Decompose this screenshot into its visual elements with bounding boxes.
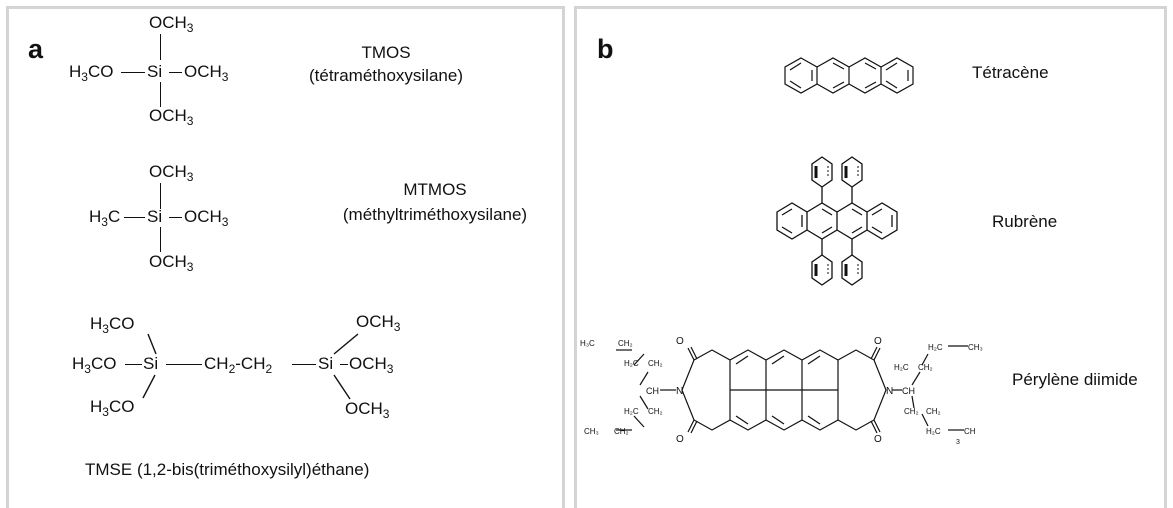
tmos-si: Si bbox=[147, 62, 163, 81]
perylene-label: Pérylène diimide bbox=[1012, 370, 1138, 389]
tmse-si-right: Si bbox=[318, 354, 334, 373]
tmos-full-name: (tétraméthoxysilane) bbox=[308, 66, 463, 85]
mtmos-bond-top bbox=[160, 183, 162, 209]
pdi-ch2-lower-left: CH₂ bbox=[648, 407, 663, 416]
rubrene-label: Rubrène bbox=[992, 212, 1058, 231]
mtmos-bond-left bbox=[124, 217, 145, 219]
mtmos-bond-right bbox=[169, 217, 182, 219]
panel-a bbox=[6, 6, 565, 508]
pdi-ch-bottom-right: CH bbox=[964, 427, 976, 436]
tmse-bond-left bbox=[125, 364, 142, 366]
tmse-si-left: Si bbox=[143, 354, 159, 373]
tmse-och3-top-right: OCH3 bbox=[356, 312, 401, 334]
tmse-h3co-top-left: H3CO bbox=[90, 314, 135, 336]
mtmos-och3-top: OCH3 bbox=[149, 162, 194, 184]
pdi-o-bottom-right: O bbox=[874, 434, 882, 445]
tmse-och3-mid-right: OCH3 bbox=[349, 354, 394, 376]
pdi-ch2-upper-left: CH₂ bbox=[648, 359, 663, 368]
tetracene-structure bbox=[784, 57, 914, 94]
tmos-h3co-left: H3CO bbox=[69, 62, 114, 84]
tmos-och3-top: OCH3 bbox=[149, 13, 194, 35]
pdi-h2c-lower-left: H₂C bbox=[624, 407, 639, 416]
mtmos-h3c-left: H3C bbox=[89, 207, 121, 229]
pdi-o-top-left: O bbox=[676, 336, 684, 347]
pdi-n-right: N bbox=[886, 386, 893, 397]
pdi-ch2-lower-right-a: CH₂ bbox=[904, 407, 919, 416]
tmos-bond-left bbox=[121, 72, 145, 74]
mtmos-si: Si bbox=[147, 207, 163, 226]
tmse-h3co-bottom-left: H3CO bbox=[90, 397, 135, 419]
tmos-bond-bottom bbox=[160, 82, 162, 107]
pdi-ch2-top-left: CH₂ bbox=[618, 339, 633, 348]
pdi-h2c-upper-right: H₂C bbox=[894, 363, 909, 372]
pdi-ch3-top-right: CH₃ bbox=[968, 343, 983, 352]
mtmos-bond-bottom bbox=[160, 227, 162, 252]
mtmos-name: MTMOS bbox=[403, 180, 467, 199]
pdi-h2c-upper-left: H₂C bbox=[624, 359, 639, 368]
perylene-diimide-structure: O O O O N N CH CH H₃C CH₂ H₂C CH₂ H₂C CH… bbox=[580, 336, 983, 446]
tmos-bond-top bbox=[160, 34, 162, 60]
pdi-ch2-bottom-left: CH₂ bbox=[614, 427, 629, 436]
pdi-ch-left: CH bbox=[646, 386, 659, 396]
tetracene-label: Tétracène bbox=[972, 63, 1049, 82]
tmos-name: TMOS bbox=[361, 43, 411, 62]
mtmos-och3-right: OCH3 bbox=[184, 207, 229, 229]
rubrene-structure bbox=[776, 156, 898, 286]
pdi-o-bottom-left: O bbox=[676, 434, 684, 445]
pdi-h3c-top-left: H₃C bbox=[580, 339, 595, 348]
tmse-bond-ch2-si bbox=[292, 364, 316, 366]
pdi-o-top-right: O bbox=[874, 336, 882, 347]
tmos-och3-bottom: OCH3 bbox=[149, 106, 194, 128]
pdi-h2c-bottom-right: H₂C bbox=[926, 427, 941, 436]
tmse-caption: TMSE (1,2-bis(triméthoxysilyl)éthane) bbox=[85, 460, 370, 479]
tmse-och3-bottom-right: OCH3 bbox=[345, 399, 390, 421]
pdi-ch2-lower-right-b: CH₂ bbox=[926, 407, 941, 416]
pdi-h2c-top-right: H₂C bbox=[928, 343, 943, 352]
panel-b-letter: b bbox=[597, 34, 614, 64]
pdi-n-left: N bbox=[676, 386, 683, 397]
panel-a-letter: a bbox=[28, 34, 44, 64]
tmos-och3-right: OCH3 bbox=[184, 62, 229, 84]
tmse-bond-si-ch2 bbox=[166, 364, 202, 366]
pdi-sub3-bottom-right: 3 bbox=[956, 439, 960, 446]
pdi-ch3-bottom-left: CH₃ bbox=[584, 427, 599, 436]
tmse-ch2-ch2: CH2-CH2 bbox=[204, 354, 273, 376]
mtmos-full-name: (méthyltriméthoxysilane) bbox=[342, 205, 528, 224]
tmse-bond-right bbox=[340, 364, 348, 366]
tmos-bond-right bbox=[169, 72, 182, 74]
pdi-ch2-upper-right: CH₂ bbox=[918, 363, 933, 372]
pdi-ch-right: CH bbox=[902, 386, 915, 396]
mtmos-och3-bottom: OCH3 bbox=[149, 252, 194, 274]
tmse-h3co-mid-left: H3CO bbox=[72, 354, 117, 376]
